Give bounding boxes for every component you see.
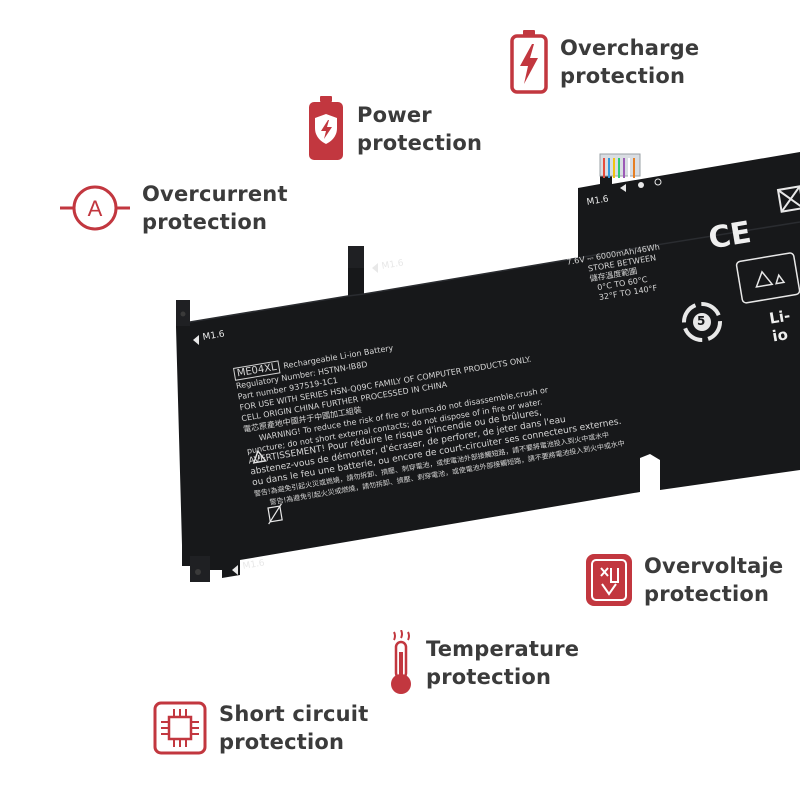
ammeter-icon: A [60,182,130,234]
chip-icon [153,701,207,755]
feature-label: Temperature protection [426,635,579,691]
disposal-icon [267,503,283,525]
feature-subtitle: protection [560,64,686,88]
feature-subtitle: protection [644,582,770,606]
feature-label: Overvoltaje protection [644,552,783,608]
feature-subtitle: protection [357,131,483,155]
warning-icon [252,449,267,464]
packaging-icon [776,185,800,213]
recycle-5-icon [682,302,722,342]
mount-arrow [372,263,378,273]
feature-subtitle: protection [426,665,552,689]
recycle-number: 5 [697,314,706,328]
mount-tab [190,556,210,582]
li-ion-mark: Li-io [768,306,792,346]
polarity-mark [638,182,644,188]
feature-subtitle: protection [142,210,268,234]
battery-bolt-icon [510,30,548,94]
feature-title: Temperature [426,637,580,661]
screw-hole [195,569,201,575]
mount-arrow [193,335,199,345]
feature-title: Overcharge [560,36,700,60]
feature-label: Short circuit protection [219,700,368,756]
feature-title: Overcurrent [142,182,288,206]
feature-overcurrent: A Overcurrent protection [60,180,288,236]
feature-title: Overvoltaje [644,554,784,578]
polarity-mark [620,184,626,192]
feature-title: Short circuit [219,702,369,726]
feature-power: Power protection [307,96,482,162]
feature-overcharge: Overcharge protection [510,30,699,94]
feature-subtitle: protection [219,730,345,754]
mount-tab [348,246,364,268]
feature-label: Overcharge protection [560,34,699,90]
battery-case [176,152,800,582]
feature-title: Power [357,103,432,127]
ce-mark: CE [706,214,754,257]
polarity-mark [654,178,662,186]
feature-label: Power protection [357,101,482,157]
battery-shield-icon [307,96,345,162]
feature-short-circuit: Short circuit protection [153,700,368,756]
svg-text:A: A [88,196,103,221]
feature-overvoltage: Overvoltaje protection [586,552,783,608]
thermometer-icon [388,630,414,696]
feature-temperature: Temperature protection [388,630,579,696]
screw-hole [180,311,186,317]
case-edge [189,221,800,323]
voltage-icon [586,554,632,606]
recycle-icon [735,252,800,304]
feature-label: Overcurrent protection [142,180,288,236]
mount-arrow [232,565,238,575]
connector-wires [603,158,635,178]
